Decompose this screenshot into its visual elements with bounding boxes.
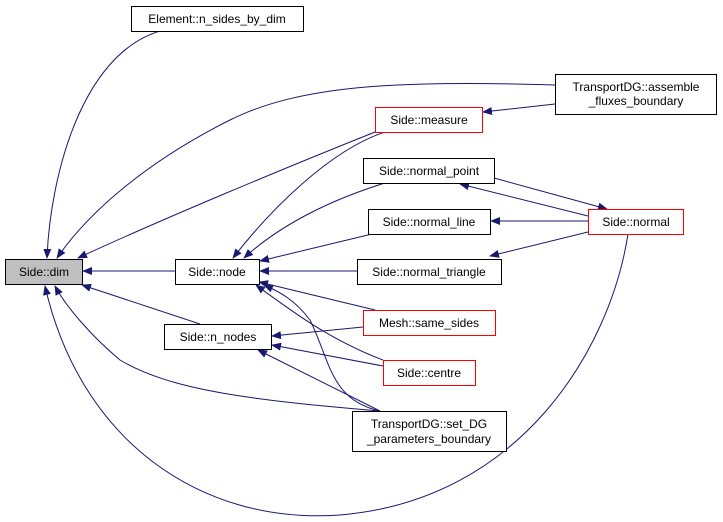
node-normal_triangle[interactable]: Side::normal_triangle (357, 259, 502, 285)
edge-normal_point-normal (493, 177, 608, 211)
edge-normal-normal_point (459, 182, 589, 217)
node-measure[interactable]: Side::measure (375, 107, 483, 133)
edge-set_dg-dim (54, 285, 381, 412)
edge-measure-dim (77, 131, 376, 259)
node-label: _parameters_boundary (366, 432, 491, 446)
edge-same_sides-n_nodes (271, 326, 364, 340)
node-dim[interactable]: Side::dim (5, 259, 83, 285)
edge-normal-dim (43, 233, 629, 517)
edge-normal_point-node (243, 182, 386, 259)
edge-centre-n_nodes (271, 342, 384, 367)
edge-n_nodes-dim (81, 284, 201, 325)
edge-measure-node (232, 131, 386, 259)
edge-normal_line-node (259, 233, 373, 263)
node-label: Side::node (188, 265, 246, 279)
node-centre[interactable]: Side::centre (383, 360, 476, 386)
node-n_sides_by_dim[interactable]: Element::n_sides_by_dim (131, 6, 304, 32)
node-label: Side::normal_point (379, 164, 480, 178)
node-same_sides[interactable]: Mesh::same_sides (363, 310, 496, 336)
node-set_dg[interactable]: TransportDG::set_DG _parameters_boundary (352, 411, 507, 452)
edge-set_dg-n_nodes (257, 349, 381, 412)
node-normal[interactable]: Side::normal (588, 209, 684, 235)
edge-normal-normal_triangle (489, 231, 589, 258)
node-label: Side::measure (390, 113, 468, 127)
node-label: Side::centre (397, 366, 461, 380)
edge-set_dg-node (263, 284, 381, 412)
edge-n_sides_by_dim-dim (43, 30, 161, 259)
node-label: TransportDG::assemble (573, 80, 700, 94)
node-assemble[interactable]: TransportDG::assemble _fluxes_boundary (555, 74, 717, 115)
edges (43, 30, 629, 517)
node-label: Side::normal_triangle (372, 265, 486, 279)
edge-same_sides-node (258, 280, 376, 311)
node-label: TransportDG::set_DG (371, 417, 487, 431)
node-n_nodes[interactable]: Side::n_nodes (164, 324, 272, 350)
node-label: Side::dim (19, 265, 69, 279)
node-label: Element::n_sides_by_dim (148, 12, 285, 26)
edge-assemble-dim (56, 82, 556, 259)
node-label: Side::normal (602, 215, 669, 229)
node-normal_point[interactable]: Side::normal_point (363, 158, 495, 184)
edge-assemble-measure (482, 103, 556, 115)
node-label: Side::normal_line (383, 215, 476, 229)
node-label: _fluxes_boundary (588, 94, 684, 108)
node-label: Side::n_nodes (180, 330, 257, 344)
node-node[interactable]: Side::node (175, 259, 260, 285)
node-normal_line[interactable]: Side::normal_line (368, 209, 491, 235)
node-label: Mesh::same_sides (379, 316, 479, 330)
